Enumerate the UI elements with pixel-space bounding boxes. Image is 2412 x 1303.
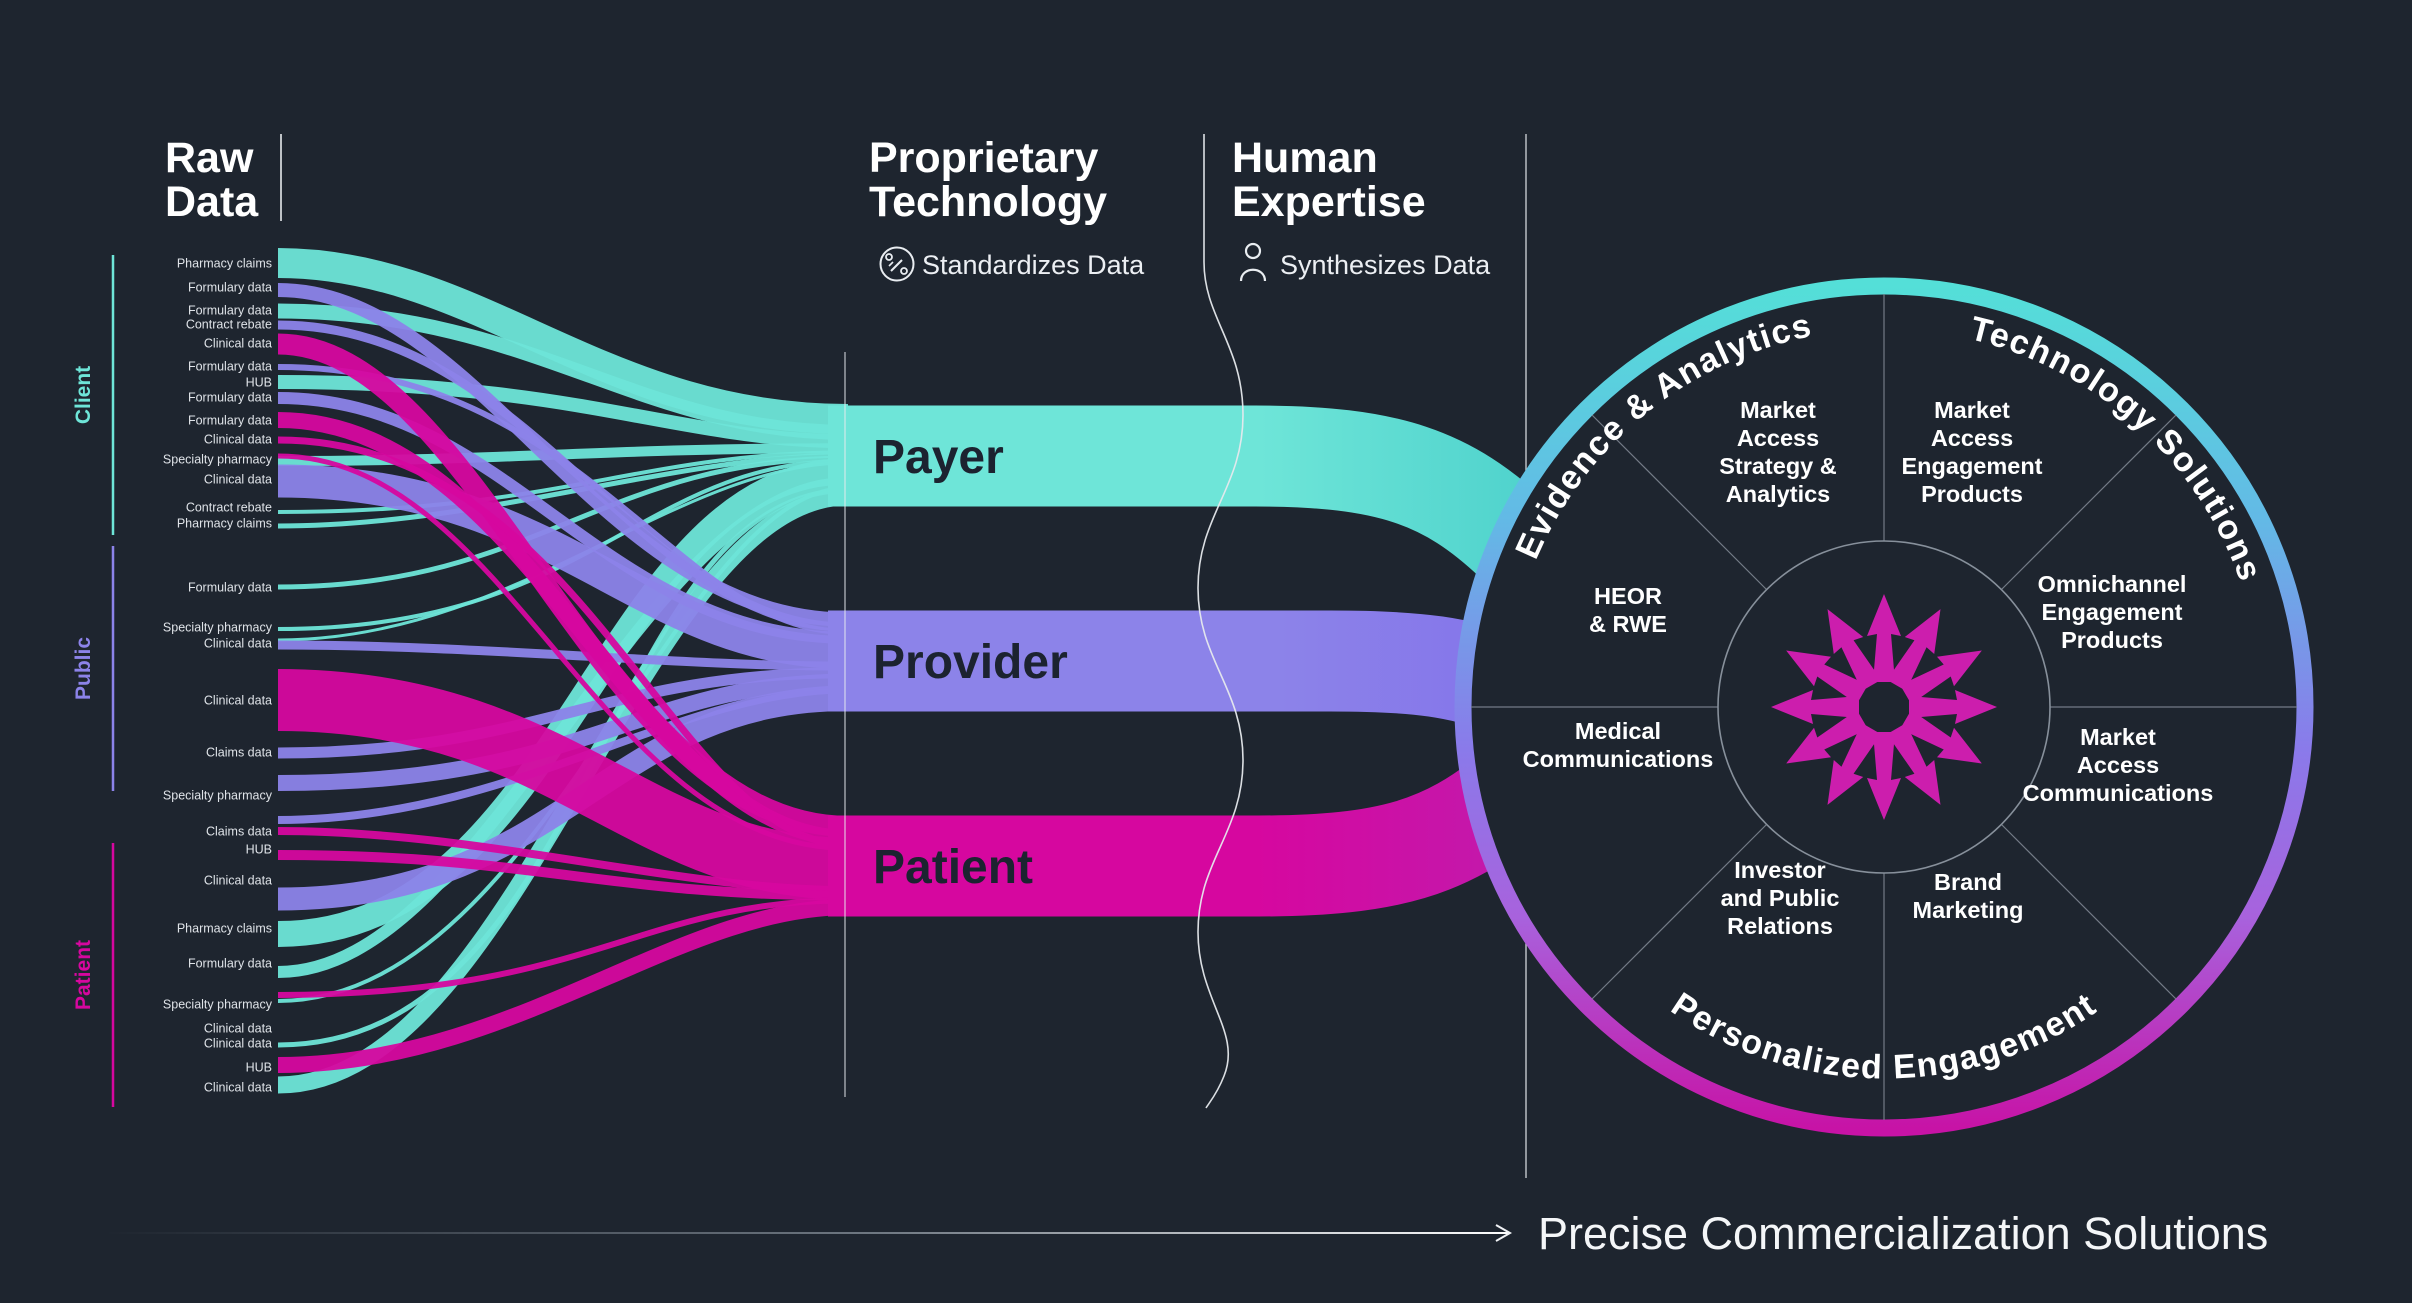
proprietary-title-line1: Proprietary [869,134,1099,182]
person-icon [1239,242,1267,282]
footer-arrowhead-icon [1495,1224,1513,1242]
synthesizes-data-label: Synthesizes Data [1280,250,1491,280]
sankey-ribbon [277,248,849,434]
sankey-ribbon [277,667,849,759]
column-headings: Raw Data Proprietary Technology Standard… [165,134,1491,282]
payer-band-label: Payer [873,431,1004,484]
footer-title: Precise Commercialization Solutions [1538,1208,2268,1259]
source-label: HUB [246,376,272,390]
source-label: Formulary data [188,360,272,374]
starburst-arrow [1771,690,1859,724]
source-label: Pharmacy claims [177,517,272,531]
starburst-arrow [1827,609,1882,691]
sankey-ribbon [277,476,849,978]
sankey-ribbon [277,850,849,901]
sankey-ribbons [277,248,849,1094]
sankey-ribbon [277,897,849,998]
sankey-ribbon [277,669,849,900]
raw-data-title-line2: Data [165,178,259,226]
source-label: Specialty pharmacy [163,998,273,1012]
source-label: Clinical data [204,874,272,888]
starburst-arrow [1886,609,1941,691]
source-label: Clinical data [204,1037,272,1051]
human-title-line1: Human [1232,134,1378,182]
starburst-arrow [1786,709,1868,764]
wheel-gradient-ring [1454,277,2314,1137]
source-label: Claims data [206,825,272,839]
human-title-line2: Expertise [1232,178,1426,226]
wheel-sector-spokes [1471,294,2297,1120]
source-label: Clinical data [204,637,272,651]
group-label: Public [72,637,95,700]
source-label: Clinical data [204,694,272,708]
raw-data-title-line1: Raw [165,134,254,182]
sankey-ribbon [277,364,849,635]
source-label: Formulary data [188,581,272,595]
source-label: Clinical data [204,473,272,487]
sankey-ribbon [277,827,849,895]
starburst-arrow [1786,650,1868,705]
source-label: Formulary data [188,281,272,295]
source-label: Pharmacy claims [177,922,272,936]
starburst-arrow [1900,650,1982,705]
sankey-ribbon [277,436,849,849]
source-label: Claims data [206,746,272,760]
starburst-arrow [1827,723,1882,805]
source-label: HUB [246,843,272,857]
circuit-circle-icon [879,246,915,282]
group-label: Patient [72,940,95,1010]
starburst-arrows-icon [1771,594,1997,820]
sankey-ribbon [277,673,849,791]
starburst-arrow [1909,690,1997,724]
source-label: Specialty pharmacy [163,453,273,467]
source-label: Formulary data [188,957,272,971]
sankey-ribbon [277,899,849,1073]
group-label: Client [72,366,95,424]
proprietary-title-line2: Technology [869,178,1107,226]
source-label: Contract rebate [186,318,272,332]
human-expertise-wavy-divider [1197,134,1244,1109]
starburst-arrow [1867,732,1901,820]
source-label: HUB [246,1061,272,1075]
source-label: Pharmacy claims [177,257,272,271]
sankey-ribbon [277,640,849,671]
source-label: Clinical data [204,1022,272,1036]
patient-band-label: Patient [873,841,1033,894]
starburst-arrow [1886,723,1941,805]
standardizes-data-label: Standardizes Data [922,250,1145,280]
source-label: Clinical data [204,433,272,447]
starburst-arrow [1900,709,1982,764]
source-label: Formulary data [188,414,272,428]
source-label: Clinical data [204,337,272,351]
footer: Precise Commercialization Solutions [105,1208,2268,1259]
source-label: Specialty pharmacy [163,621,273,635]
wheel-hub-circle [1717,540,2051,874]
wheel-sector-label: HEOR& RWE [1589,583,1667,637]
sankey-ribbon [277,464,849,669]
provider-band-label: Provider [873,636,1068,689]
source-label: Clinical data [204,1081,272,1095]
starburst-arrow [1867,594,1901,682]
source-label: Formulary data [188,304,272,318]
source-label: Formulary data [188,391,272,405]
source-label: Specialty pharmacy [163,789,273,803]
source-label: Contract rebate [186,501,272,515]
